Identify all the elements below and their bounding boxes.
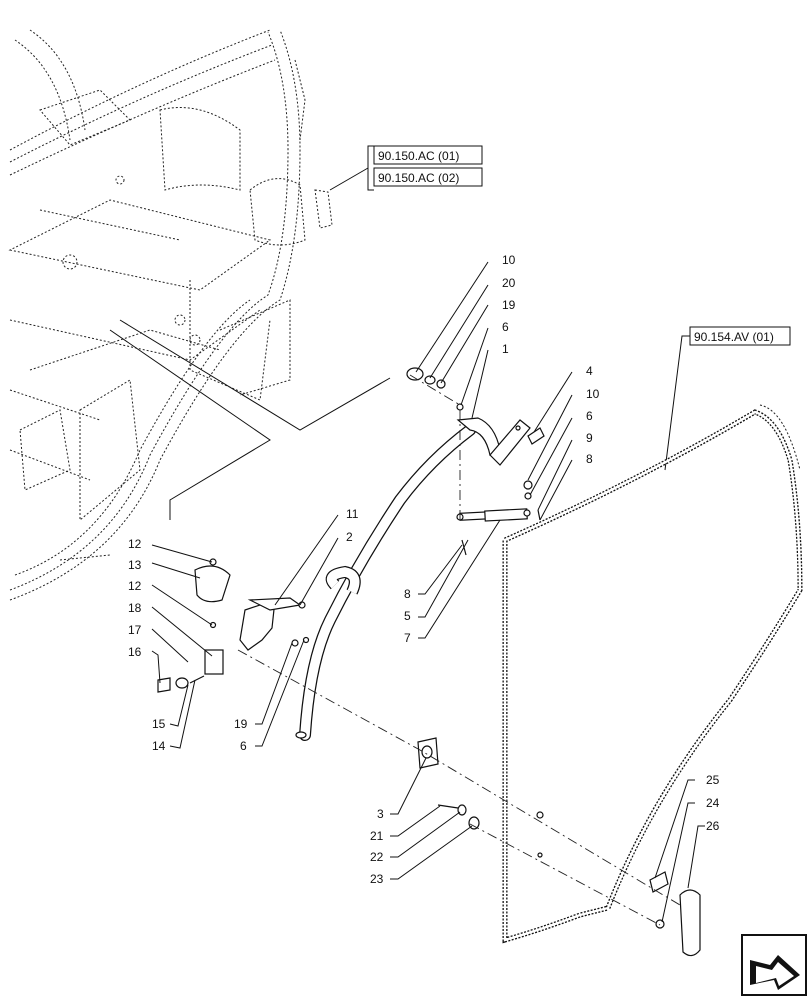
callout-16: 16 <box>128 645 142 659</box>
explode-line <box>109 329 271 520</box>
outer-handle-parts <box>417 737 701 957</box>
callout-9: 9 <box>586 431 593 445</box>
svg-text:90.150.AC (01): 90.150.AC (01) <box>378 149 459 163</box>
centerline-4 <box>469 823 661 926</box>
callout-1: 1 <box>502 342 509 356</box>
callout-18: 18 <box>128 601 142 615</box>
callout-21: 21 <box>370 829 384 843</box>
callout-24: 24 <box>706 796 720 810</box>
callout-23: 23 <box>370 872 384 886</box>
centerline-1 <box>409 374 461 406</box>
top-hardware <box>406 367 545 556</box>
grab-handle-tube <box>295 417 501 741</box>
callout-10: 10 <box>502 253 516 267</box>
reference-leader <box>329 167 369 191</box>
reference-90-150-ac-02[interactable]: 90.150.AC (02) <box>373 167 483 187</box>
door-glass <box>502 404 803 944</box>
callout-12b: 12 <box>128 579 142 593</box>
callout-26: 26 <box>706 819 720 833</box>
reference-90-150-ac-01[interactable]: 90.150.AC (01) <box>373 145 483 165</box>
callout-4: 4 <box>586 364 593 378</box>
door-reference-leader <box>664 335 690 471</box>
callout-25: 25 <box>706 773 720 787</box>
callout-6b: 6 <box>586 409 593 423</box>
callout-leaders <box>151 261 705 923</box>
door-lock-assembly <box>157 558 310 693</box>
callout-14: 14 <box>152 739 166 753</box>
explode-line-2 <box>119 319 391 431</box>
callout-labels: 10 20 19 6 1 4 10 6 9 8 11 2 12 13 12 18… <box>128 253 720 886</box>
callout-6: 6 <box>502 320 509 334</box>
callout-19b: 19 <box>234 717 248 731</box>
callout-8: 8 <box>586 452 593 466</box>
callout-19: 19 <box>502 298 516 312</box>
svg-text:90.150.AC (02): 90.150.AC (02) <box>378 171 459 185</box>
reference-90-154-av-01[interactable]: 90.154.AV (01) <box>689 326 791 346</box>
svg-text:90.154.AV (01): 90.154.AV (01) <box>694 330 774 344</box>
callout-7: 7 <box>404 631 411 645</box>
callout-11: 11 <box>346 507 359 521</box>
callout-22: 22 <box>370 850 384 864</box>
hinge-plate <box>489 419 531 466</box>
callout-20: 20 <box>502 276 516 290</box>
callout-17: 17 <box>128 623 142 637</box>
callout-6c: 6 <box>240 739 247 753</box>
callout-3: 3 <box>377 807 384 821</box>
centerline-3 <box>237 649 681 906</box>
callout-5: 5 <box>404 609 411 623</box>
callout-13: 13 <box>128 558 142 572</box>
next-page-arrow-icon[interactable] <box>741 934 807 996</box>
callout-10b: 10 <box>586 387 600 401</box>
gas-strut <box>456 508 531 522</box>
callout-15: 15 <box>152 717 166 731</box>
callout-2: 2 <box>346 530 353 544</box>
callout-8b: 8 <box>404 587 411 601</box>
reference-bracket <box>367 145 374 191</box>
callout-12: 12 <box>128 537 142 551</box>
cab-frame <box>8 29 333 601</box>
